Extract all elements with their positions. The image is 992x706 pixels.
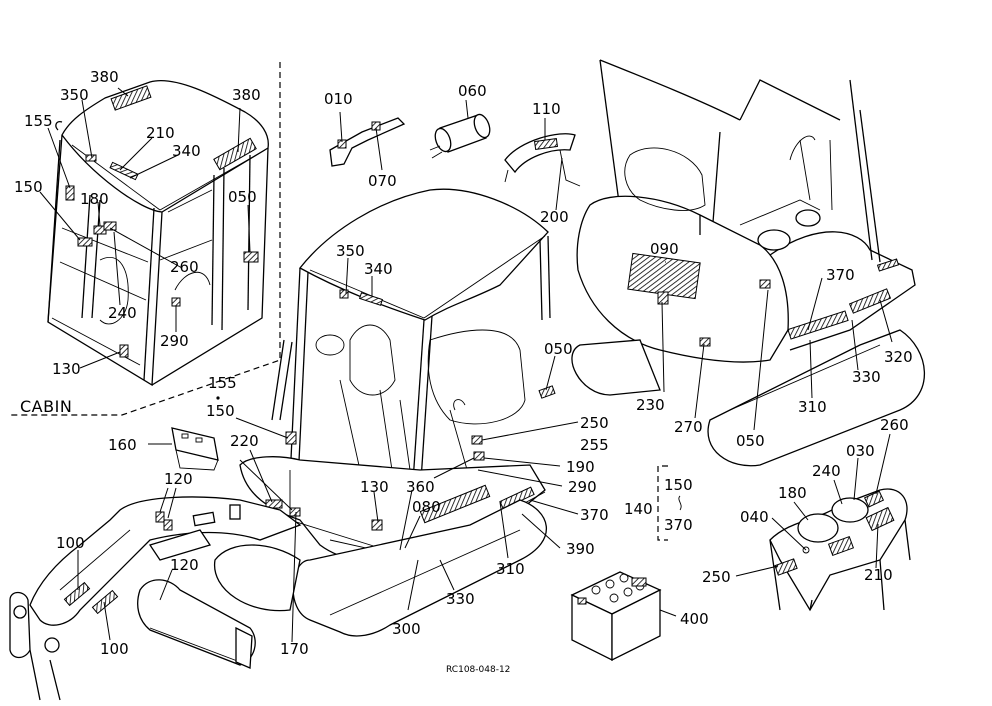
callout-050-main: 050 [544, 340, 573, 358]
callout-dot [216, 396, 220, 400]
callout-140: 140 [624, 500, 653, 518]
callout-270: 270 [674, 418, 703, 436]
callout-080: 080 [412, 498, 441, 516]
callout-290-main: 290 [568, 478, 597, 496]
callout-050-cabin: 050 [228, 188, 257, 206]
callout-310-main: 310 [496, 560, 525, 578]
callout-160: 160 [108, 436, 137, 454]
callout-350-cabin: 350 [60, 86, 89, 104]
callout-300: 300 [392, 620, 421, 638]
callout-250-main: 250 [580, 414, 609, 432]
callout-130-main: 130 [360, 478, 389, 496]
cabin-drawing [8, 62, 281, 416]
callout-320: 320 [884, 348, 913, 366]
console-detail [735, 433, 911, 612]
callout-380-side: 380 [232, 86, 261, 104]
callout-070: 070 [368, 172, 397, 190]
callout-210-cabin: 210 [146, 124, 175, 142]
callout-350-main: 350 [336, 242, 365, 260]
part-160-plate [171, 427, 219, 471]
callout-310-rear: 310 [798, 398, 827, 416]
callout-370-box: 370 [664, 516, 693, 534]
main-excavator [9, 188, 579, 701]
callout-380-roof: 380 [90, 68, 119, 86]
callout-330-main: 330 [446, 590, 475, 608]
callout-150-cabin: 150 [14, 178, 43, 196]
callout-180-cabin: 180 [80, 190, 109, 208]
callout-370-rear: 370 [826, 266, 855, 284]
callout-040: 040 [740, 508, 769, 526]
part-400-battery [570, 571, 677, 662]
rear-view-machine [571, 59, 925, 467]
callout-100-top: 100 [56, 534, 85, 552]
callout-360: 360 [406, 478, 435, 496]
callout-230: 230 [636, 396, 665, 414]
part-060-canister [429, 99, 491, 159]
callout-240-console: 240 [812, 462, 841, 480]
decal-210-console [865, 506, 895, 532]
callout-290-cabin: 290 [160, 332, 189, 350]
callout-090: 090 [650, 240, 679, 258]
callout-250-console: 250 [702, 568, 731, 586]
callout-390: 390 [566, 540, 595, 558]
callout-220: 220 [230, 432, 259, 450]
decal-380-side [213, 137, 257, 171]
small-parts-top [329, 99, 581, 211]
callout-340-cabin: 340 [172, 142, 201, 160]
callout-155-cabin: 155 [24, 112, 53, 130]
callout-370-main: 370 [580, 506, 609, 524]
callout-240-cabin: 240 [108, 304, 137, 322]
callout-010: 010 [324, 90, 353, 108]
cabin-section-label: CABIN [20, 397, 72, 416]
callout-050-rear: 050 [736, 432, 765, 450]
callout-255: 255 [580, 436, 609, 454]
drawing-code: RC108-048-12 [446, 665, 510, 675]
callout-120-bottom: 120 [170, 556, 199, 574]
callout-110: 110 [532, 100, 561, 118]
callout-120-top: 120 [164, 470, 193, 488]
callout-330-rear: 330 [852, 368, 881, 386]
callout-100-bottom: 100 [100, 640, 129, 658]
callout-labels: 380 350 155 380 210 340 150 180 050 260 … [14, 68, 913, 675]
callout-190: 190 [566, 458, 595, 476]
callout-030: 030 [846, 442, 875, 460]
decal-380-roof [110, 85, 152, 111]
callout-060: 060 [458, 82, 487, 100]
callout-170: 170 [280, 640, 309, 658]
note-140-box [657, 465, 682, 541]
callout-260-cabin: 260 [170, 258, 199, 276]
callout-130-cabin: 130 [52, 360, 81, 378]
callout-155-main: 155 [208, 374, 237, 392]
callout-340-main: 340 [364, 260, 393, 278]
callout-400: 400 [680, 610, 709, 628]
dozer-blade [137, 579, 256, 666]
part-110-strap [504, 118, 581, 211]
callout-150-box: 150 [664, 476, 693, 494]
callout-260-console: 260 [880, 416, 909, 434]
callout-200: 200 [540, 208, 569, 226]
callout-180-console: 180 [778, 484, 807, 502]
callout-210-console: 210 [864, 566, 893, 584]
cabin-section-border [8, 62, 281, 416]
callout-150-main: 150 [206, 402, 235, 420]
